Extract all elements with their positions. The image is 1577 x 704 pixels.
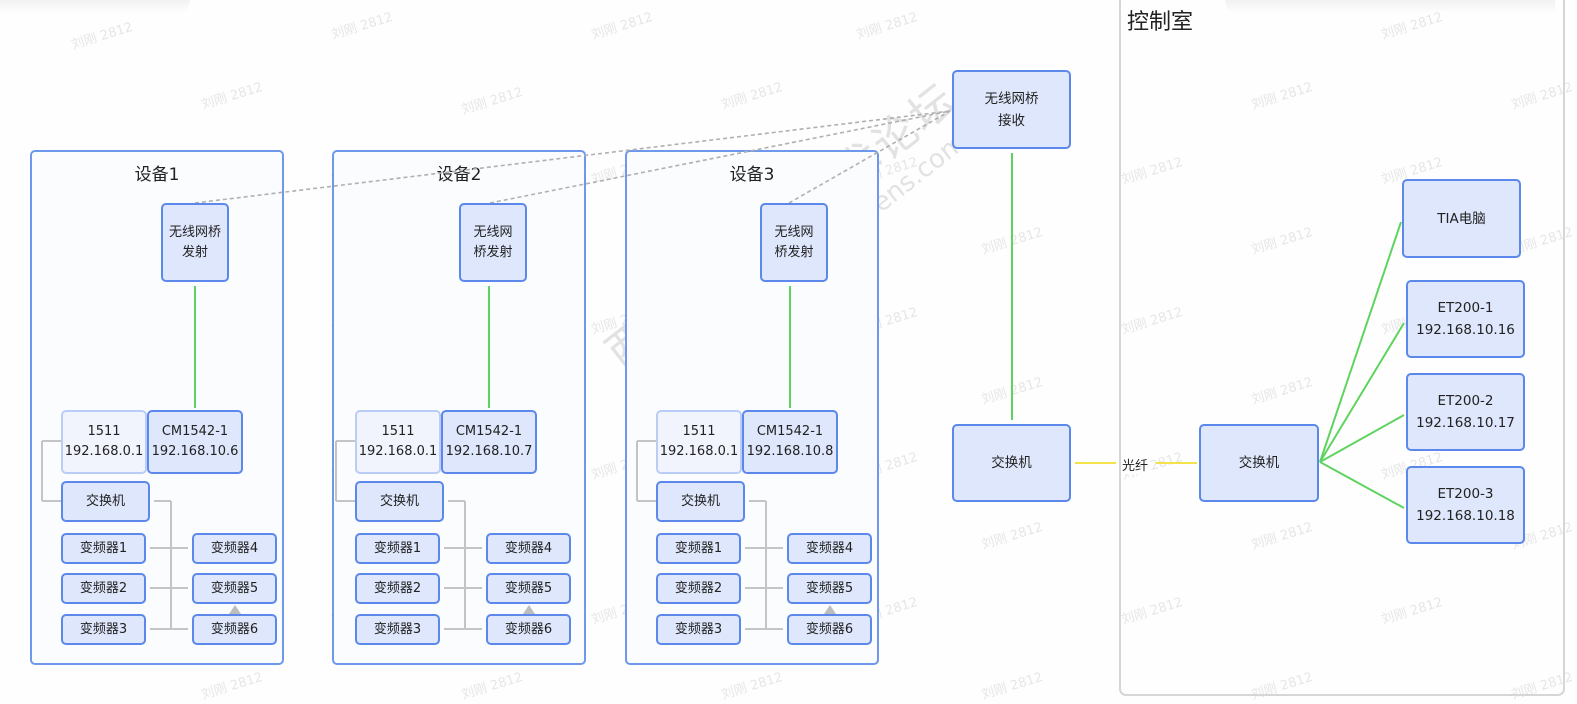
drive-4[interactable]: 变频器4 [787,533,872,564]
node-label: CM1542-1 192.168.10.6 [152,422,239,462]
drive-4[interactable]: 变频器4 [486,533,571,564]
wireless-link-3 [788,110,951,204]
device-switch[interactable]: 交换机 [61,481,150,522]
plc-name: 1511 [682,424,716,439]
plc-ip: 192.168.0.1 [659,444,739,459]
drive-1[interactable]: 变频器1 [61,533,146,564]
arrow-up-icon [824,605,836,614]
arrow-up-icon [229,605,241,614]
node-label: CM1542-1 192.168.10.8 [747,422,834,462]
node-label: 1511 192.168.0.1 [660,422,739,462]
drive-1[interactable]: 变频器1 [355,533,440,564]
device-group-title: 设备1 [134,165,180,185]
et200-ip: 192.168.10.17 [1416,415,1515,431]
drive-5[interactable]: 变频器5 [192,573,277,604]
tia-pc[interactable]: TIA电脑 [1402,179,1521,258]
wireless-bridge-receiver[interactable]: 无线网桥 接收 [952,70,1071,149]
drive-2[interactable]: 变频器2 [656,573,741,604]
cm-name: CM1542-1 [756,424,824,439]
cm1542-module[interactable]: CM1542-1 192.168.10.6 [147,410,243,474]
ethernet-link-et200-1 [1319,322,1405,463]
et200-1[interactable]: ET200-1 192.168.10.16 [1406,280,1525,358]
et200-3[interactable]: ET200-3 192.168.10.18 [1406,466,1525,544]
node-label: 1511 192.168.0.1 [359,422,438,462]
device-group-title: 设备2 [436,165,482,185]
drive-2[interactable]: 变频器2 [355,573,440,604]
plc-name: 1511 [87,424,121,439]
wireless-link-1 [194,110,951,204]
plc-1511[interactable]: 1511 192.168.0.1 [61,410,147,474]
node-label: 1511 192.168.0.1 [65,422,144,462]
et200-ip: 192.168.10.18 [1416,508,1515,524]
plc-ip: 192.168.0.1 [64,444,144,459]
control-room-container[interactable]: 控制室 [1119,0,1565,696]
plc-ip: 192.168.0.1 [358,444,438,459]
plc-name: 1511 [381,424,415,439]
device-group-title: 设备3 [729,165,775,185]
control-room-title: 控制室 [1127,10,1194,35]
plc-1511[interactable]: 1511 192.168.0.1 [656,410,742,474]
cm-name: CM1542-1 [455,424,523,439]
drive-3[interactable]: 变频器3 [656,614,741,645]
canvas-shadow-left [0,0,190,14]
ethernet-link-et200-3 [1319,461,1405,509]
cm1542-module[interactable]: CM1542-1 192.168.10.7 [441,410,537,474]
wireless-bridge-transmitter[interactable]: 无线网 桥发射 [459,203,527,282]
arrow-up-icon [523,605,535,614]
wireless-link-2 [489,110,951,204]
drive-3[interactable]: 变频器3 [61,614,146,645]
drive-6[interactable]: 变频器6 [486,614,571,645]
node-label: CM1542-1 192.168.10.7 [446,422,533,462]
cm-ip: 192.168.10.7 [445,444,533,459]
drive-3[interactable]: 变频器3 [355,614,440,645]
et200-ip: 192.168.10.16 [1416,322,1515,338]
ethernet-link-tia [1319,221,1402,463]
drive-6[interactable]: 变频器6 [787,614,872,645]
device-switch[interactable]: 交换机 [355,481,444,522]
drive-6[interactable]: 变频器6 [192,614,277,645]
cm1542-module[interactable]: CM1542-1 192.168.10.8 [742,410,838,474]
device-switch[interactable]: 交换机 [656,481,745,522]
ethernet-link-et200-2 [1319,414,1405,463]
et200-2[interactable]: ET200-2 192.168.10.17 [1406,373,1525,451]
cm-name: CM1542-1 [161,424,229,439]
cm-ip: 192.168.10.8 [746,444,834,459]
wireless-bridge-transmitter[interactable]: 无线网 桥发射 [760,203,828,282]
drive-4[interactable]: 变频器4 [192,533,277,564]
et200-name: ET200-3 [1437,486,1494,502]
fiber-label: 光纤 [1121,455,1150,474]
drive-2[interactable]: 变频器2 [61,573,146,604]
plc-1511[interactable]: 1511 192.168.0.1 [355,410,441,474]
control-room-switch[interactable]: 交换机 [1199,424,1319,502]
drive-5[interactable]: 变频器5 [486,573,571,604]
drive-1[interactable]: 变频器1 [656,533,741,564]
wireless-bridge-transmitter[interactable]: 无线网桥 发射 [161,203,229,282]
cm-ip: 192.168.10.6 [151,444,239,459]
field-switch[interactable]: 交换机 [952,424,1071,502]
et200-name: ET200-1 [1437,300,1494,316]
et200-name: ET200-2 [1437,393,1494,409]
canvas-shadow-right [1225,0,1555,14]
drive-5[interactable]: 变频器5 [787,573,872,604]
